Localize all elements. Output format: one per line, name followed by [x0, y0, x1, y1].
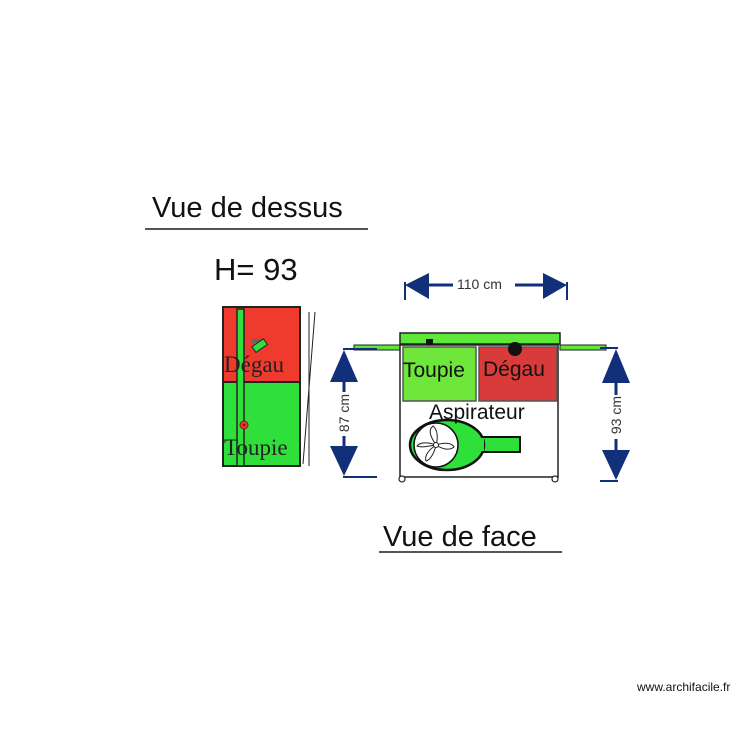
top-view-zone-degau: Dégau	[224, 352, 285, 377]
front-view-zone-aspirateur: Aspirateur	[429, 401, 525, 424]
top-view-title: Vue de dessus	[152, 192, 343, 224]
credit-link[interactable]: www.archifacile.fr	[637, 680, 731, 694]
top-view-title-underline	[145, 228, 368, 230]
top-view-drawing: Dégau Toupie	[222, 306, 316, 468]
front-view-title: Vue de face	[383, 521, 537, 553]
front-view-title-underline	[379, 551, 562, 553]
fan-icon	[416, 425, 455, 462]
right-height-dimension: 93 cm	[596, 347, 636, 483]
top-view-zone-toupie: Toupie	[224, 435, 288, 460]
front-view-zone-degau: Dégau	[483, 358, 545, 381]
front-view-zone-toupie: Toupie	[403, 359, 465, 382]
right-height-dimension-label: 93 cm	[608, 395, 624, 435]
height-label: H= 93	[214, 252, 298, 287]
width-dimension-label: 110 cm	[457, 276, 502, 292]
left-height-dimension-label: 87 cm	[336, 393, 352, 433]
front-view-drawing: Toupie Dégau Aspirateur	[350, 330, 640, 490]
width-dimension: 110 cm	[403, 270, 573, 302]
left-height-dimension: 87 cm	[325, 348, 381, 480]
